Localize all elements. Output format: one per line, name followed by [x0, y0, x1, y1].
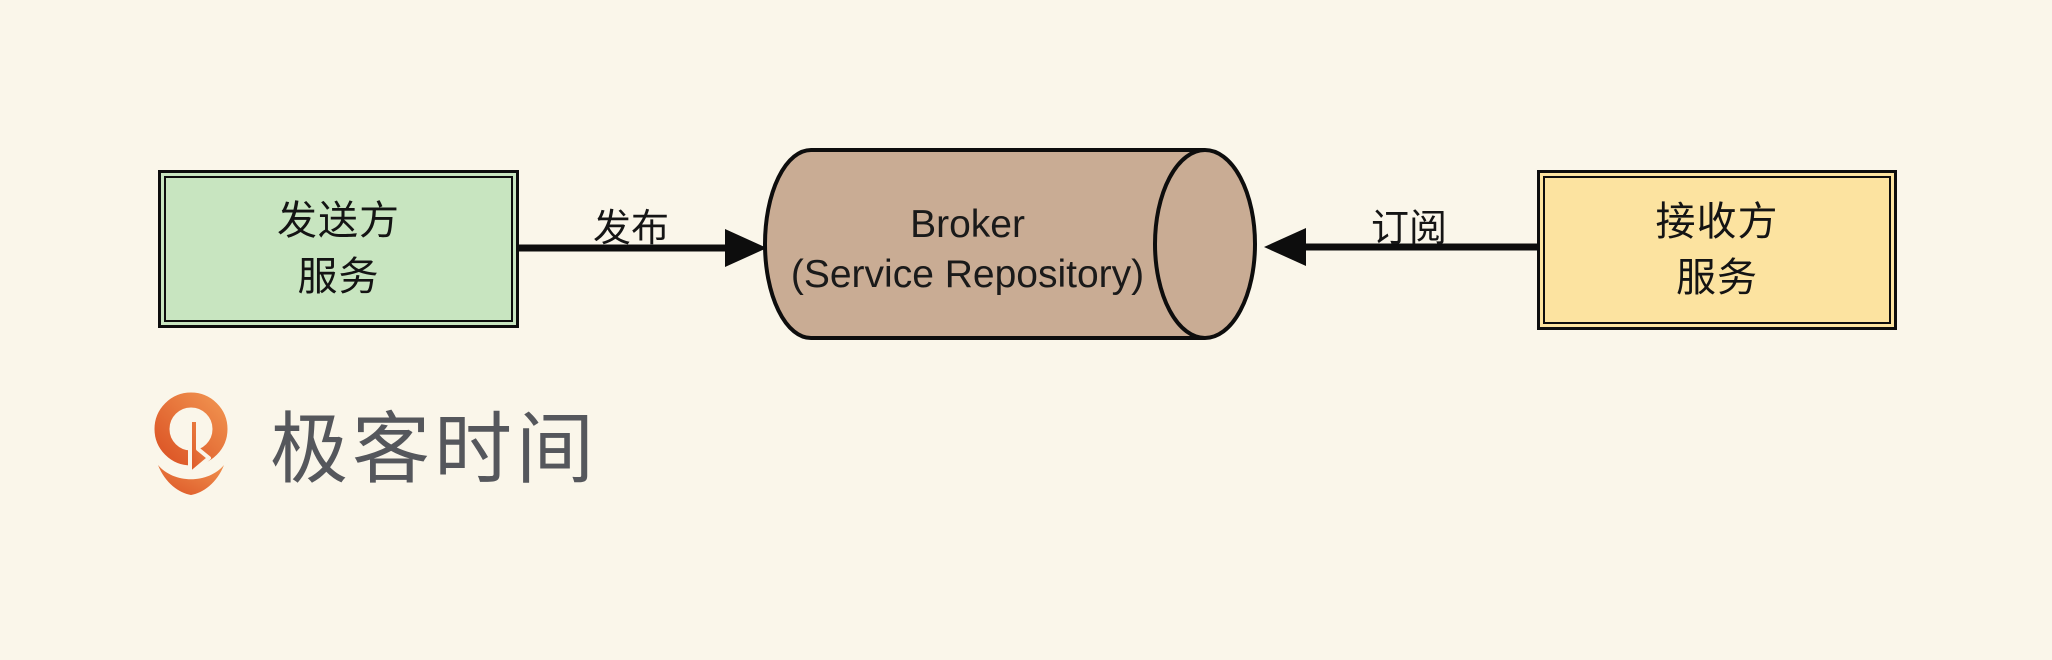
sender-service-label: 发送方 服务 — [277, 193, 400, 305]
subscribe-arrowhead — [1264, 228, 1306, 266]
sender-label-line1: 发送方 — [277, 199, 400, 243]
broker-cylinder-end-face — [1153, 148, 1257, 340]
geektime-logo: 极客时间 — [150, 387, 598, 503]
broker-label-line2: (Service Repository) — [790, 253, 1145, 296]
geektime-logo-icon — [154, 392, 228, 495]
sender-label-line2: 服务 — [297, 255, 380, 299]
geektime-logo-text: 极客时间 — [270, 405, 599, 493]
logo-needle — [188, 418, 211, 476]
publish-edge-label: 发布 — [592, 208, 670, 250]
logo-swoosh — [158, 465, 224, 495]
receiver-label-line2: 服务 — [1676, 256, 1758, 300]
receiver-service-node: 接收方 服务 — [1537, 170, 1897, 330]
broker-node-label: Broker (Service Repository) — [765, 150, 1170, 350]
publish-arrowhead — [725, 229, 767, 267]
broker-label-line1: Broker — [910, 203, 1025, 246]
broker-cylinder-body — [763, 148, 1205, 340]
sender-service-node: 发送方 服务 — [158, 170, 519, 328]
subscribe-edge-label: 订阅 — [1370, 208, 1448, 250]
receiver-label-line1: 接收方 — [1655, 200, 1779, 244]
receiver-service-label: 接收方 服务 — [1656, 194, 1779, 306]
